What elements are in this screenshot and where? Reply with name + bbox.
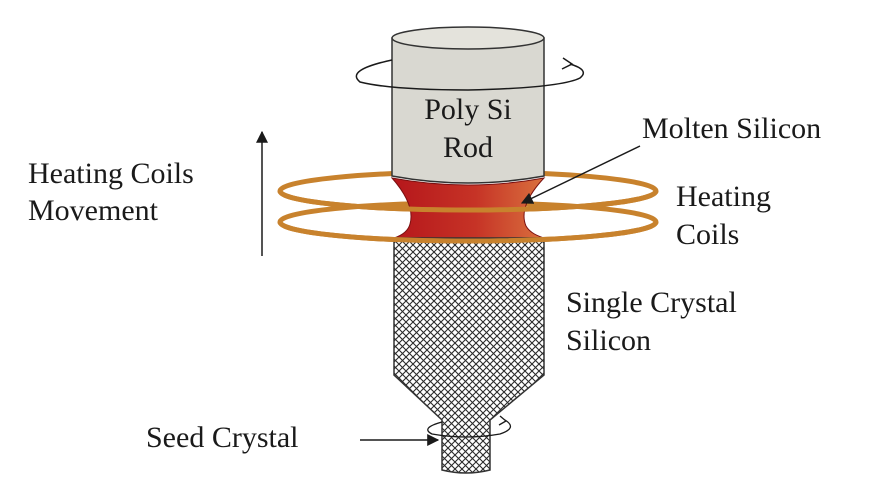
poly-si-rod-label-line1: Poly Si	[424, 93, 512, 126]
heating-coil-upper-front	[277, 190, 659, 213]
heating-coils-movement-label-line2: Movement	[28, 194, 159, 227]
rod-rotation-arrowhead-icon	[561, 57, 574, 70]
poly-si-rod-top	[391, 26, 545, 50]
rod-rotation-arrow	[355, 59, 585, 91]
heating-coil-lower-front	[277, 221, 659, 244]
single-crystal-silicon-label-line2: Silicon	[566, 324, 651, 357]
heating-coils-label-line2: Coils	[676, 218, 739, 251]
poly-si-rod-label-line2: Rod	[443, 131, 493, 164]
poly-si-rod	[391, 37, 545, 184]
molten-silicon-label: Molten Silicon	[642, 112, 821, 145]
heating-coils-label-line1: Heating	[676, 180, 771, 213]
seed-rotation-arrowhead-icon	[498, 415, 508, 426]
seed-rotation-arrow	[427, 419, 512, 438]
single-crystal-silicon-label-line1: Single Crystal	[566, 286, 737, 319]
molten-silicon-pointer	[520, 145, 641, 204]
heating-coils-movement-label-line1: Heating Coils	[28, 157, 194, 190]
single-crystal-silicon	[393, 237, 545, 474]
seed-crystal-label: Seed Crystal	[146, 421, 298, 454]
